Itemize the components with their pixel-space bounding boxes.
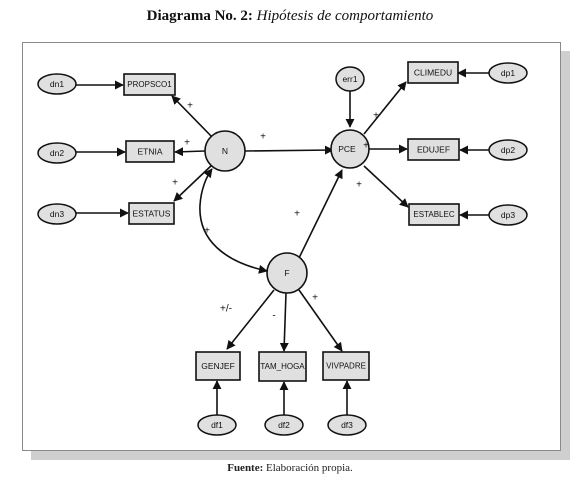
node-etnia bbox=[125, 140, 175, 163]
edge-pce-climedu bbox=[363, 81, 407, 135]
diagram-frame bbox=[22, 42, 561, 451]
label-tam-hoga: TAM_HOGA bbox=[260, 362, 305, 371]
title-subtitle: Hipótesis de comportamiento bbox=[256, 8, 434, 24]
label-propsco: PROPSCO1 bbox=[127, 80, 172, 89]
node-vivpadre bbox=[322, 351, 370, 381]
node-df1 bbox=[197, 414, 237, 436]
sign-pce-climedu: + bbox=[373, 111, 379, 122]
label-dn3: dn3 bbox=[50, 209, 64, 219]
figure-source: Fuente: Elaboración propia. bbox=[0, 462, 580, 474]
title-lead: Diagrama No. 2: bbox=[146, 8, 253, 24]
node-dp2 bbox=[488, 139, 528, 161]
edge-n-estatus bbox=[173, 163, 214, 202]
label-climedu: CLIMEDU bbox=[414, 68, 452, 78]
sign-f-genjef: +/- bbox=[220, 304, 232, 315]
source-text: Elaboración propia. bbox=[266, 462, 353, 474]
node-dn1 bbox=[37, 73, 77, 95]
edge-f-viv bbox=[298, 289, 343, 352]
sign-n-pce: + bbox=[260, 132, 266, 143]
node-tam-hoga bbox=[258, 351, 307, 382]
sign-n-f: + bbox=[204, 226, 210, 237]
node-df2 bbox=[264, 414, 304, 436]
figure-title: Diagrama No. 2: Hipótesis de comportamie… bbox=[0, 8, 580, 25]
label-dp3: dp3 bbox=[501, 210, 515, 220]
node-dn3 bbox=[37, 203, 77, 225]
sign-pce-establec: + bbox=[356, 180, 362, 191]
label-dp1: dp1 bbox=[501, 68, 515, 78]
edge-n-pce bbox=[244, 145, 334, 155]
label-f: F bbox=[284, 268, 289, 278]
sign-n-etnia: + bbox=[184, 138, 190, 149]
label-establec: ESTABLEC bbox=[413, 210, 454, 219]
label-n: N bbox=[222, 146, 228, 156]
label-dn1: dn1 bbox=[50, 79, 64, 89]
label-df2: df2 bbox=[278, 420, 290, 430]
node-estatus bbox=[128, 202, 175, 225]
source-lead: Fuente: bbox=[227, 462, 264, 474]
label-dn2: dn2 bbox=[50, 148, 64, 158]
node-dn2 bbox=[37, 142, 77, 164]
label-estatus: ESTATUS bbox=[133, 209, 171, 219]
label-etnia: ETNIA bbox=[137, 147, 162, 157]
label-df1: df1 bbox=[211, 420, 223, 430]
sign-f-viv: + bbox=[312, 293, 318, 304]
node-n bbox=[204, 130, 246, 172]
label-edujef: EDUJEF bbox=[417, 145, 450, 155]
sign-f-pce: + bbox=[294, 209, 300, 220]
label-vivpadre: VIVPADRE bbox=[326, 362, 366, 371]
label-pce: PCE bbox=[338, 144, 356, 154]
node-pce bbox=[330, 129, 370, 169]
node-dp3 bbox=[488, 204, 528, 226]
label-genjef: GENJEF bbox=[201, 361, 235, 371]
node-climedu bbox=[407, 61, 459, 84]
edge-pce-establec bbox=[363, 165, 409, 208]
sign-n-propsco: + bbox=[187, 101, 193, 112]
node-genjef bbox=[195, 351, 241, 381]
edge-n-propsco bbox=[171, 95, 214, 139]
edge-f-pce bbox=[298, 169, 343, 259]
edge-n-etnia bbox=[174, 147, 206, 157]
edge-f-tam bbox=[279, 292, 289, 352]
edge-f-genjef bbox=[226, 289, 275, 350]
node-err1 bbox=[335, 66, 365, 92]
label-err1: err1 bbox=[342, 74, 357, 84]
node-establec bbox=[408, 203, 460, 226]
edge-n-f-curve bbox=[199, 168, 268, 274]
node-dp1 bbox=[488, 62, 528, 84]
node-edujef bbox=[407, 138, 460, 161]
node-propsco bbox=[123, 73, 176, 96]
label-df3: df3 bbox=[341, 420, 353, 430]
label-dp2: dp2 bbox=[501, 145, 515, 155]
sign-f-tam: - bbox=[272, 311, 275, 322]
node-f bbox=[266, 252, 308, 294]
node-df3 bbox=[327, 414, 367, 436]
sign-n-estatus: + bbox=[172, 178, 178, 189]
sign-pce-inner: + bbox=[363, 141, 369, 152]
